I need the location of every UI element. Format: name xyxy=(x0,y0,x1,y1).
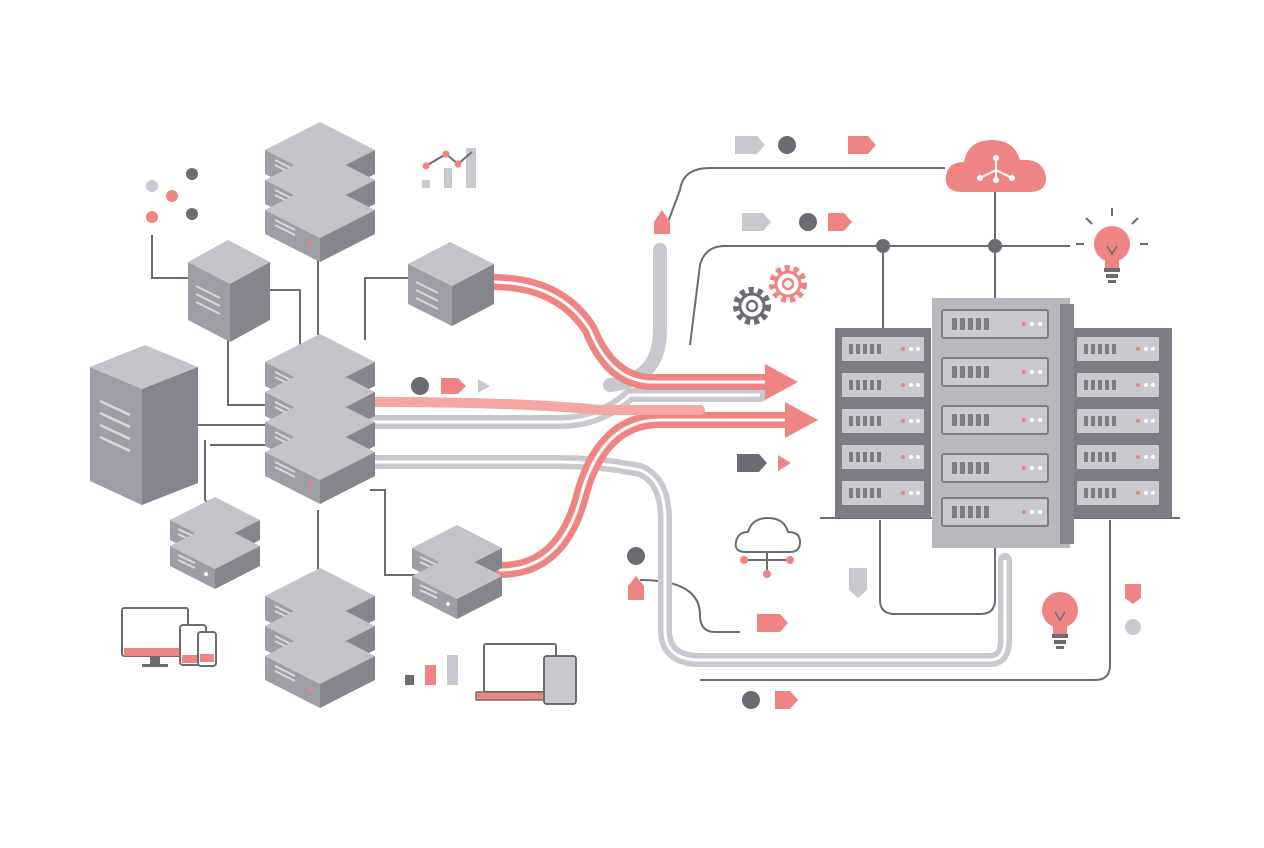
junction-nodes xyxy=(876,239,1002,253)
lightbulb-lower-icon xyxy=(1042,592,1078,649)
tag-icon xyxy=(627,136,1141,709)
bottom-stacked-server-icon xyxy=(264,567,376,709)
edge-server-upper-icon xyxy=(408,242,494,326)
line-chart-icon xyxy=(422,148,476,188)
central-stacked-server-icon xyxy=(264,333,376,505)
cloud-network-icon xyxy=(945,140,1046,192)
gear-icon xyxy=(733,265,807,325)
rack-left xyxy=(835,328,931,518)
small-stacked-server-icon xyxy=(169,496,261,590)
decor-dots-left xyxy=(146,168,198,223)
rack-center xyxy=(932,298,1074,548)
arrow-head-upper xyxy=(765,364,798,400)
stacked-server-icon xyxy=(264,121,376,263)
server-rack-icon xyxy=(835,298,1172,548)
decor-tags-middle xyxy=(411,377,490,395)
lightbulb-icon xyxy=(1076,208,1148,283)
small-cloud-icon xyxy=(734,516,802,578)
gray-pipes-inner xyxy=(372,393,1007,662)
monitor-icon xyxy=(121,607,189,667)
phone-icon xyxy=(197,631,217,667)
tower-server-icon xyxy=(90,345,198,505)
server-box-icon xyxy=(188,240,270,342)
bar-chart-icon xyxy=(405,655,458,685)
arrow-head-lower xyxy=(785,402,818,438)
accent-streams xyxy=(367,274,798,578)
laptop-icon xyxy=(475,643,577,705)
rack-right xyxy=(1070,328,1172,518)
edge-server-lower-icon xyxy=(411,524,503,620)
arrow-heads xyxy=(765,364,818,438)
